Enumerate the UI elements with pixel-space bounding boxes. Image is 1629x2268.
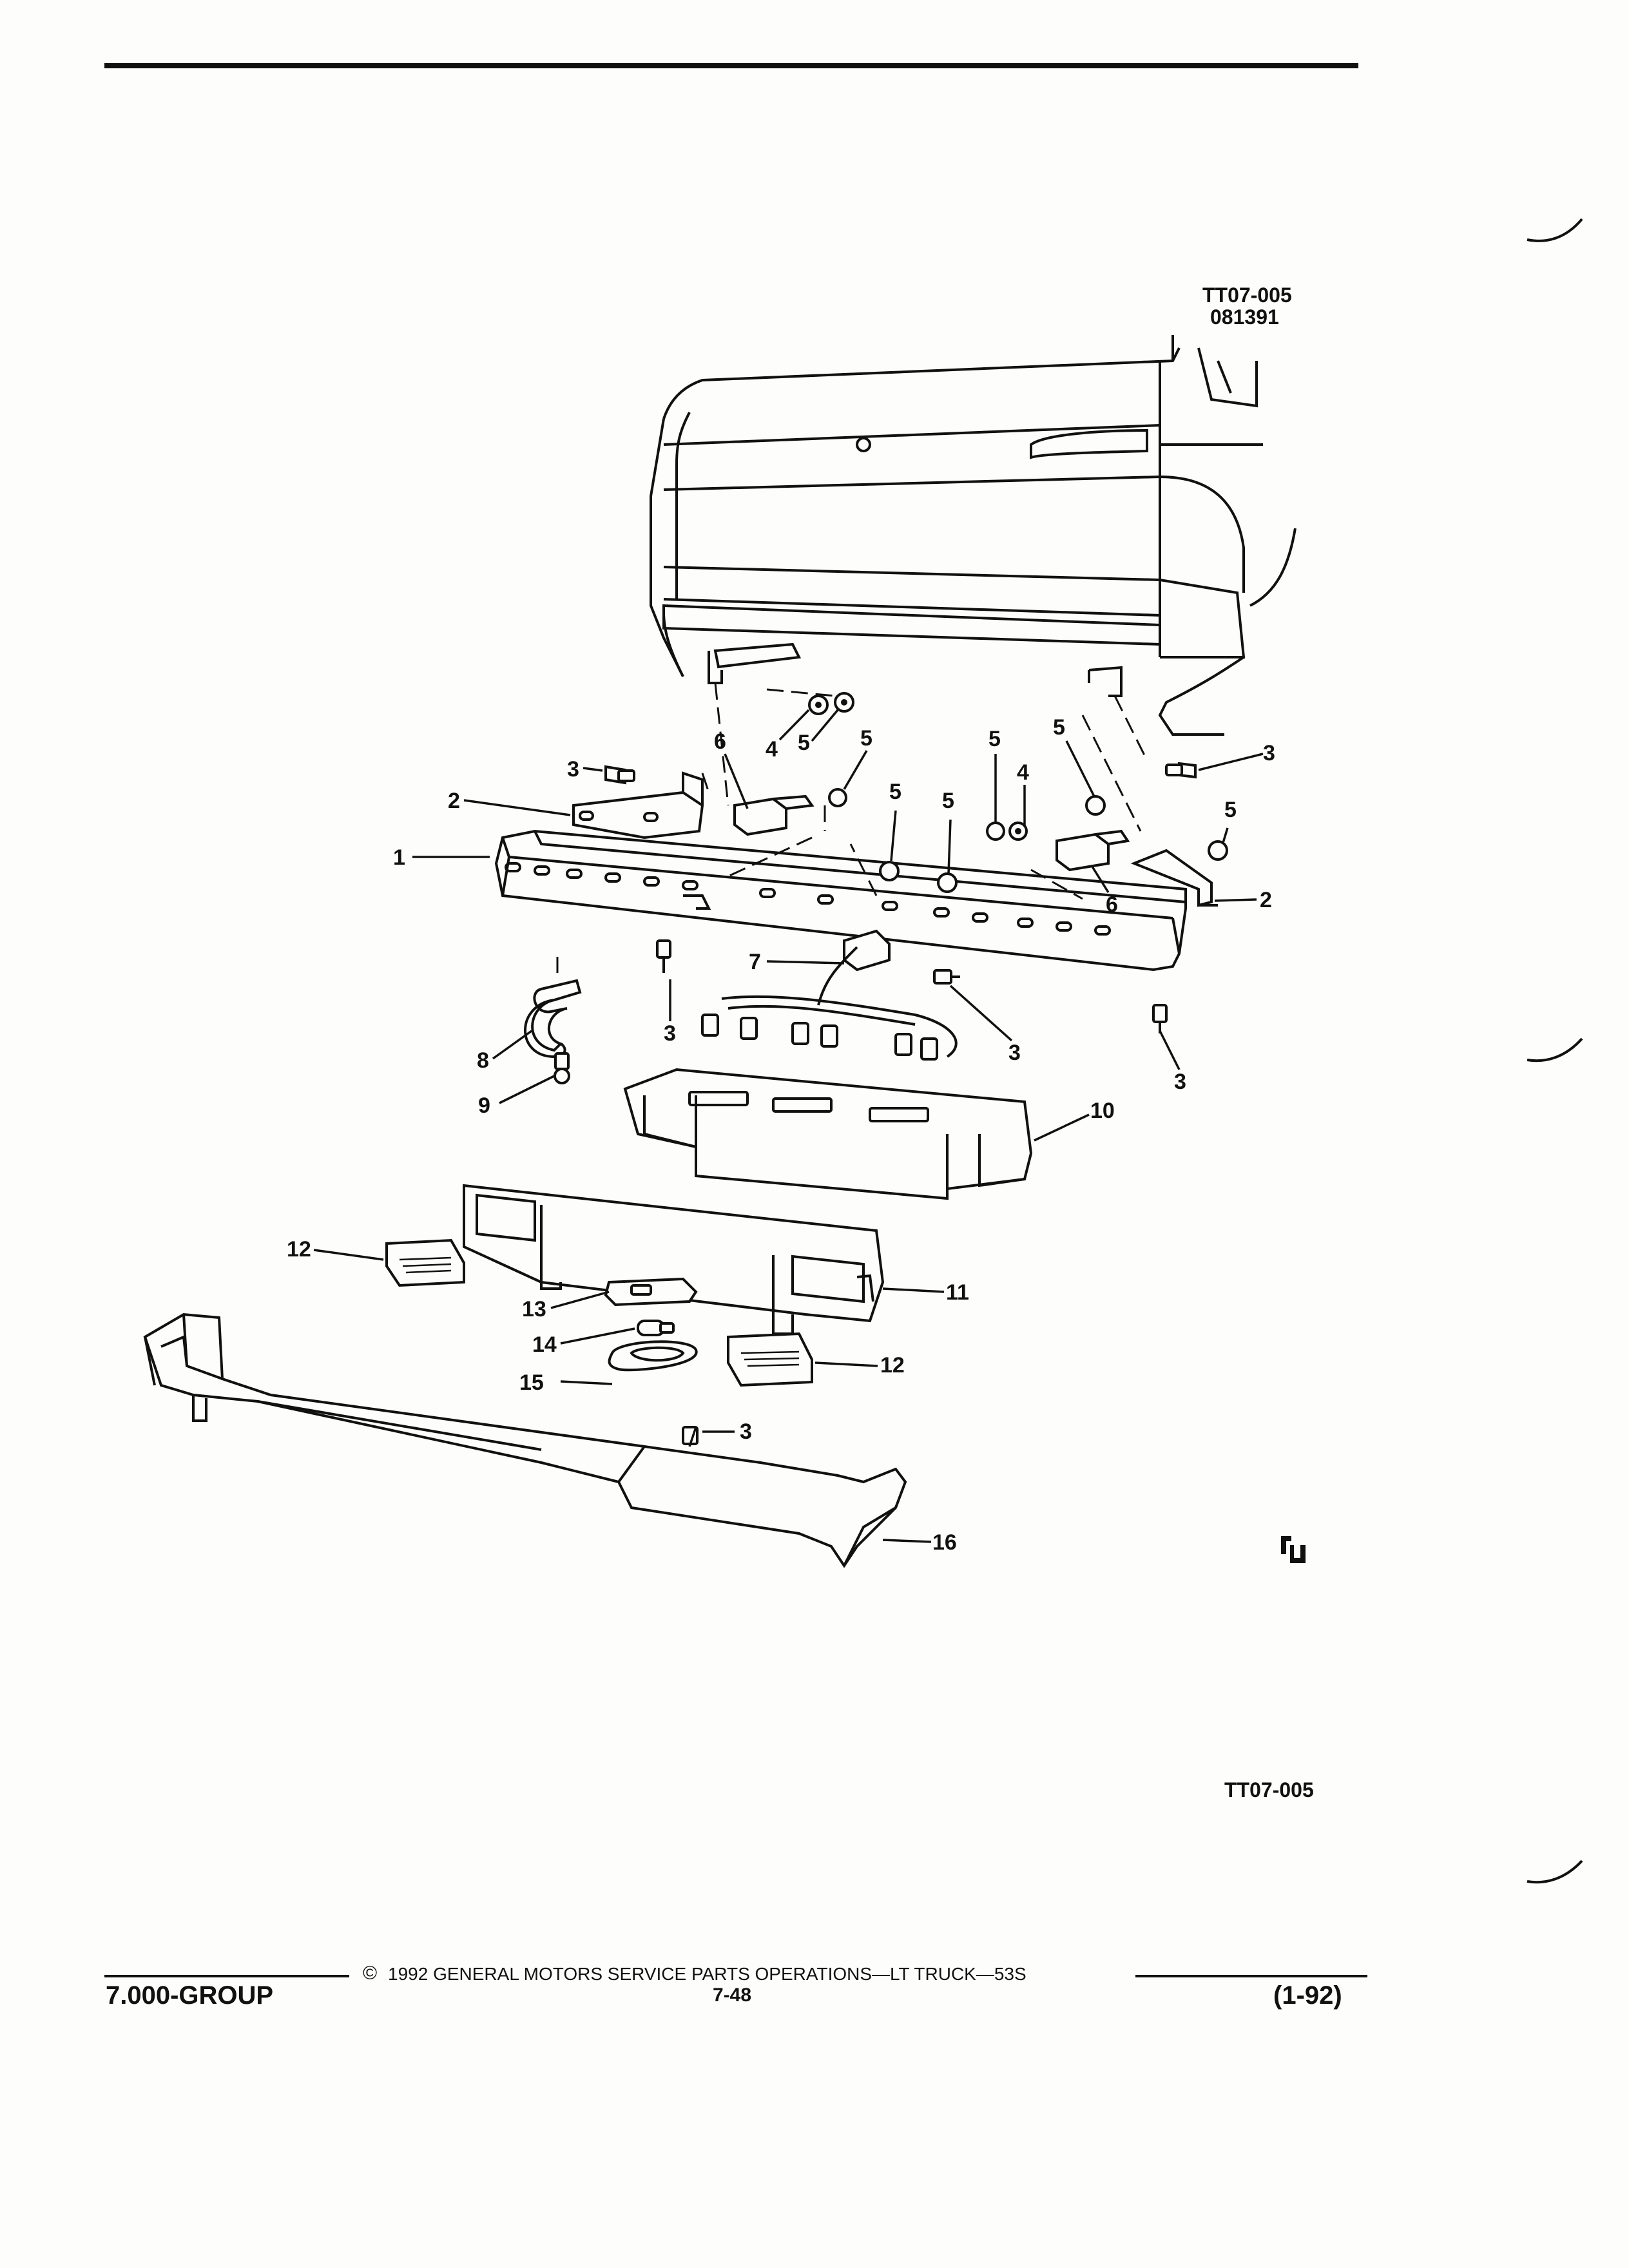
callout-5: 5 xyxy=(889,780,901,804)
alignment-lines xyxy=(556,682,1148,973)
callout-2: 2 xyxy=(1260,888,1272,912)
callout-7: 7 xyxy=(749,950,761,974)
license-frame-part-11 xyxy=(463,1184,885,1335)
bulb-part-14 xyxy=(637,1320,675,1336)
copyright-line: 1992 GENERAL MOTORS SERVICE PARTS OPERAT… xyxy=(388,1964,1027,1984)
callout-12: 12 xyxy=(880,1353,905,1378)
license-bracket-part-10 xyxy=(623,1068,1033,1200)
callout-3: 3 xyxy=(567,757,579,782)
page-number: 7-48 xyxy=(713,1984,752,2006)
callout-5: 5 xyxy=(1224,798,1237,822)
callout-9: 9 xyxy=(478,1093,490,1118)
lens-part-15 xyxy=(608,1340,698,1372)
callout-13: 13 xyxy=(522,1297,546,1321)
tow-hook-part-8 xyxy=(524,979,582,1059)
footer-rule-right xyxy=(1135,1975,1367,1977)
bolt-part-9 xyxy=(554,1052,570,1084)
callout-5: 5 xyxy=(1053,715,1065,740)
wiring-harness-part-7 xyxy=(701,929,958,1061)
bracket-part-2-right xyxy=(1130,849,1218,907)
callout-16: 16 xyxy=(932,1530,957,1555)
callout-5: 5 xyxy=(860,726,872,751)
rear-bumper-part-1 xyxy=(494,829,1187,972)
callout-3: 3 xyxy=(740,1419,752,1444)
callout-3: 3 xyxy=(1008,1041,1021,1065)
callout-3: 3 xyxy=(664,1021,676,1046)
copyright-symbol: © xyxy=(363,1963,378,1984)
callout-14: 14 xyxy=(532,1332,557,1357)
leader-lines xyxy=(313,709,1264,1543)
top-rule xyxy=(104,63,1358,68)
frame-rails xyxy=(708,642,1123,697)
footer-rule-left xyxy=(104,1975,349,1977)
nuts-parts-4-5 xyxy=(808,692,1228,893)
lamp-housing-part-13 xyxy=(604,1277,698,1307)
truck-rear-body xyxy=(650,335,1296,736)
callout-4: 4 xyxy=(766,737,778,762)
callout-5: 5 xyxy=(942,789,954,813)
callout-15: 15 xyxy=(519,1370,544,1395)
figure-date: 081391 xyxy=(1210,305,1279,329)
callout-6: 6 xyxy=(714,729,726,754)
callout-5: 5 xyxy=(798,731,810,755)
lamp-part-12-left xyxy=(385,1238,465,1287)
callout-8: 8 xyxy=(477,1048,489,1073)
callout-1: 1 xyxy=(393,845,405,870)
bracket-part-2-left xyxy=(572,771,704,840)
revision-code: (1-92) xyxy=(1273,1981,1342,2010)
binding-marks xyxy=(1527,218,1583,1884)
callout-3: 3 xyxy=(1263,741,1275,765)
callout-5: 5 xyxy=(988,727,1001,751)
group-label: 7.000-GROUP xyxy=(106,1981,274,2010)
bracket-part-6-right xyxy=(1055,829,1130,872)
callout-4: 4 xyxy=(1017,760,1029,785)
callout-labels: 1 2 2 3 3 3 3 3 3 4 4 5 5 5 5 5 5 5 6 6 … xyxy=(287,715,1275,1555)
gm-spo-logo xyxy=(1281,1536,1306,1563)
bumper-slots xyxy=(505,862,1111,936)
bolt-part-3 xyxy=(604,762,1197,1445)
bumper-cover-part-16 xyxy=(143,1312,907,1568)
bracket-part-6-left xyxy=(733,794,815,836)
lamp-part-12-right xyxy=(727,1332,813,1387)
callout-3: 3 xyxy=(1174,1070,1186,1094)
figure-footer-code: TT07-005 xyxy=(1224,1778,1314,1802)
callout-12: 12 xyxy=(287,1237,311,1262)
callout-10: 10 xyxy=(1090,1099,1115,1123)
figure-code: TT07-005 xyxy=(1202,284,1292,307)
callout-11: 11 xyxy=(946,1280,969,1305)
callout-2: 2 xyxy=(448,789,460,813)
callout-6: 6 xyxy=(1106,892,1118,917)
